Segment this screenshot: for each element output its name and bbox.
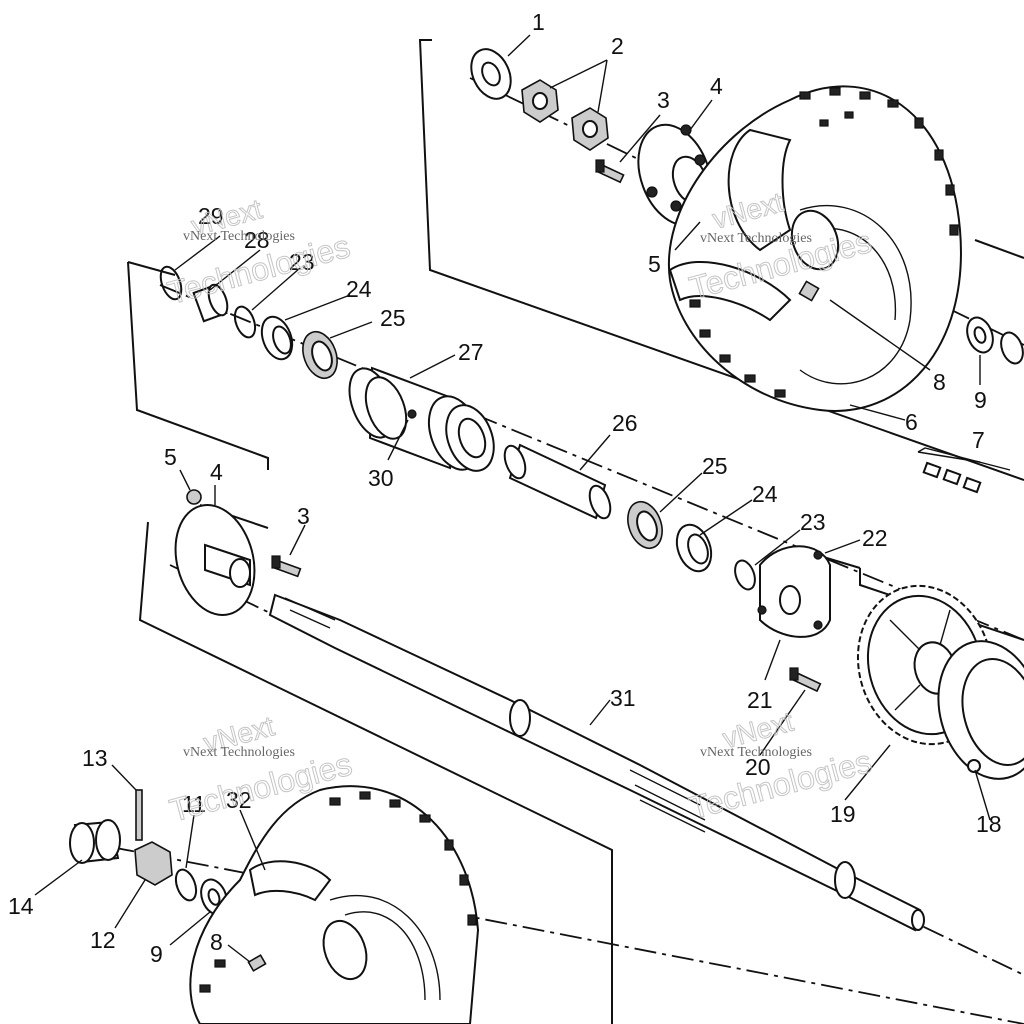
nut-5b-icon	[186, 489, 202, 505]
part-label-14: 14	[8, 893, 34, 919]
watermark-company: vNext Technologies	[183, 745, 295, 760]
valve-8b-icon	[247, 954, 267, 972]
part-label-7: 7	[972, 427, 985, 453]
part-label-3a: 3	[657, 87, 670, 113]
bolt-3-icon	[595, 159, 625, 184]
sprocket-hub-21-icon	[757, 545, 831, 638]
top-wheel-assembly	[470, 48, 1024, 494]
bearing-carrier-27-icon	[348, 366, 495, 472]
part-label-23b: 23	[800, 509, 826, 535]
part-label-5a: 5	[648, 251, 661, 277]
hub-4b-icon	[174, 504, 256, 616]
part-label-22: 22	[862, 525, 888, 551]
washer-11-icon	[174, 868, 198, 902]
part-label-24b: 24	[752, 481, 778, 507]
part-label-27: 27	[458, 339, 484, 365]
o-ring-23b-icon	[734, 559, 756, 591]
seal-24a-icon	[260, 315, 294, 361]
part-label-23a: 23	[289, 249, 315, 275]
nut-12-icon	[134, 841, 173, 886]
bottom-wheel-assembly	[69, 785, 480, 1024]
part-label-28: 28	[244, 227, 270, 253]
nut-2a-icon	[521, 79, 559, 123]
axle-housing-assembly	[159, 265, 1024, 780]
snap-ring-29-icon	[159, 265, 183, 301]
washer-1-icon	[470, 48, 512, 100]
watermark-company: vNext Technologies	[183, 229, 295, 244]
part-label-5b: 5	[164, 444, 177, 470]
part-label-25b: 25	[702, 453, 728, 479]
part-label-1: 1	[532, 9, 545, 35]
o-ring-23a-icon	[233, 305, 257, 339]
spacer-28-icon	[192, 283, 229, 323]
part-label-3b: 3	[297, 503, 310, 529]
part-label-26: 26	[612, 410, 638, 436]
cap-14-icon	[69, 819, 121, 864]
part-label-2: 2	[611, 33, 624, 59]
part-label-13: 13	[82, 745, 108, 771]
seal-24b-icon	[675, 523, 713, 573]
part-label-9a: 9	[974, 387, 987, 413]
part-label-19: 19	[830, 801, 856, 827]
part-label-21: 21	[747, 687, 773, 713]
chain-7-icon	[917, 447, 1011, 494]
part-label-8a: 8	[933, 369, 946, 395]
part-label-4a: 4	[710, 73, 723, 99]
part-label-31: 31	[610, 685, 636, 711]
washer-9-icon	[966, 316, 1024, 365]
tire-6-icon	[667, 85, 962, 412]
part-label-6: 6	[905, 409, 918, 435]
part-label-30: 30	[368, 465, 394, 491]
axle-31-icon	[268, 593, 925, 932]
watermark-company: vNext Technologies	[700, 745, 812, 760]
part-label-18: 18	[976, 811, 1002, 837]
bolt-20-icon	[789, 667, 822, 693]
part-label-29: 29	[198, 203, 224, 229]
part-label-9b: 9	[150, 941, 163, 967]
part-label-32: 32	[226, 787, 252, 813]
part-label-4b: 4	[210, 459, 223, 485]
cotter-pin-13-icon	[135, 789, 143, 841]
part-label-12: 12	[90, 927, 116, 953]
brake-drum-18-icon	[937, 640, 1024, 780]
bolt-3b-icon	[271, 555, 302, 578]
part-labels: 1 2 3 4 5 6 7 8 9 29 28 23 24 25 27 30 2…	[8, 9, 1002, 967]
bearing-25b-icon	[627, 500, 663, 550]
bearing-25a-icon	[302, 330, 338, 380]
part-label-8b: 8	[210, 929, 223, 955]
part-label-20: 20	[745, 754, 771, 780]
valve-8-icon	[798, 280, 820, 302]
part-label-24a: 24	[346, 276, 372, 302]
leader-lines	[34, 34, 991, 963]
nut-2b-icon	[571, 107, 609, 151]
watermark-company: vNext Technologies	[700, 231, 812, 246]
spacer-tube-26-icon	[503, 443, 612, 520]
axle-assembly	[174, 489, 925, 932]
part-label-11: 11	[182, 791, 206, 817]
tire-32-icon	[189, 785, 480, 1024]
section-frames	[127, 39, 1024, 1024]
part-label-25a: 25	[380, 305, 406, 331]
